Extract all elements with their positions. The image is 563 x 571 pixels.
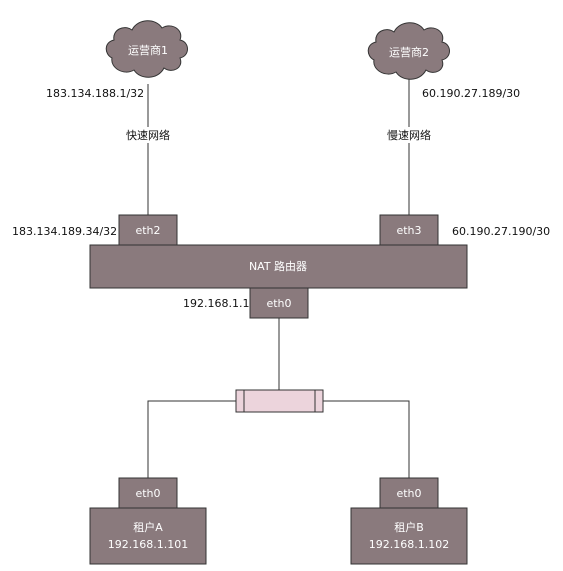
nat-router: NAT 路由器 xyxy=(89,244,468,289)
eth0-label: eth0 xyxy=(266,297,291,310)
isp2-name: 运营商2 xyxy=(389,45,429,59)
tenant-a-host: 租户A 192.168.1.101 xyxy=(89,507,207,565)
tenant-a-label: 租户A xyxy=(133,520,163,534)
tenant-a-eth-label: eth0 xyxy=(135,487,160,500)
isp2-ip: 60.190.27.189/30 xyxy=(422,87,520,100)
isp2-link-label: 慢速网络 xyxy=(387,128,431,142)
switch-icon xyxy=(235,389,324,413)
router-label: NAT 路由器 xyxy=(249,259,307,273)
tenant-b-eth0: eth0 xyxy=(379,477,439,509)
tenant-a-ip: 192.168.1.101 xyxy=(108,538,188,551)
link-switch-tenant-b xyxy=(323,400,410,478)
eth0-ip: 192.168.1.1 xyxy=(183,297,249,310)
eth2-label: eth2 xyxy=(135,224,160,237)
tenant-b-ip: 192.168.1.102 xyxy=(369,538,449,551)
router-eth2: eth2 xyxy=(118,214,178,246)
tenant-b-eth-label: eth0 xyxy=(396,487,421,500)
cloud-icon xyxy=(105,20,188,78)
eth3-ip: 60.190.27.190/30 xyxy=(452,225,550,238)
isp1-link-label: 快速网络 xyxy=(126,128,170,142)
tenant-b-label: 租户B xyxy=(394,520,424,534)
tenant-b-host: 租户B 192.168.1.102 xyxy=(350,507,468,565)
isp1-ip: 183.134.188.1/32 xyxy=(46,87,144,100)
isp1-cloud: 运营商1 xyxy=(105,20,188,78)
link-switch-tenant-a xyxy=(147,400,236,478)
eth3-label: eth3 xyxy=(396,224,421,237)
eth2-ip: 183.134.189.34/32 xyxy=(12,225,117,238)
router-eth0: eth0 xyxy=(249,287,309,319)
router-eth3: eth3 xyxy=(379,214,439,246)
cloud-icon xyxy=(367,22,450,80)
tenant-a-eth0: eth0 xyxy=(118,477,178,509)
isp2-cloud: 运营商2 xyxy=(367,22,450,80)
isp1-name: 运营商1 xyxy=(128,43,168,57)
